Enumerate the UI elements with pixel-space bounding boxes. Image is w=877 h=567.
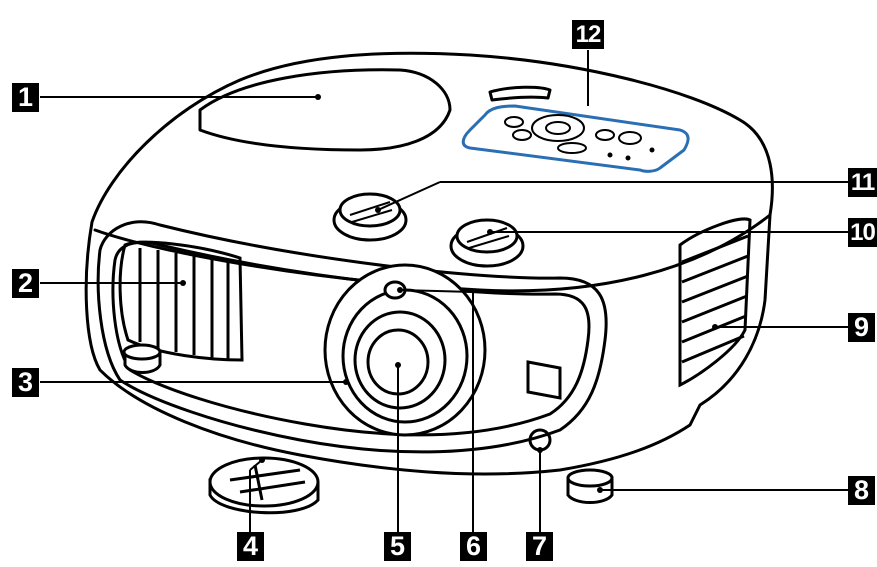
callout-badge-11: 11 bbox=[848, 168, 877, 197]
panel-dot-1 bbox=[607, 152, 613, 158]
leader-dot-11 bbox=[375, 207, 381, 213]
panel-dot-3 bbox=[649, 147, 655, 153]
callout-badge-7: 7 bbox=[526, 532, 553, 561]
exhaust-slat-3 bbox=[681, 274, 749, 304]
leader-dot-3 bbox=[343, 379, 349, 385]
focus-ring-grip bbox=[466, 227, 510, 249]
control-panel bbox=[461, 104, 690, 173]
air-intake-vent-frame bbox=[118, 240, 244, 362]
exhaust-slat-2 bbox=[681, 254, 749, 284]
exhaust-slat-4 bbox=[681, 294, 748, 324]
zoom-ring-top bbox=[338, 192, 402, 228]
panel-button-a bbox=[504, 116, 524, 128]
top-slit bbox=[488, 85, 552, 102]
callout-badge-8: 8 bbox=[848, 476, 875, 505]
callout-badge-9: 9 bbox=[848, 313, 875, 342]
panel-dial bbox=[531, 114, 585, 142]
callout-badge-10: 10 bbox=[848, 218, 877, 247]
leader-dot-1 bbox=[315, 94, 321, 100]
leader-dot-7 bbox=[537, 447, 543, 453]
front-face-outline bbox=[96, 220, 608, 454]
panel-dial-inner bbox=[545, 121, 571, 135]
callout-badge-6: 6 bbox=[460, 532, 487, 561]
leader-dot-8 bbox=[597, 487, 603, 493]
panel-button-d bbox=[618, 131, 642, 145]
front-sensor-window bbox=[526, 360, 562, 400]
zoom-ring-grip bbox=[349, 201, 393, 223]
callout-badge-3: 3 bbox=[12, 368, 39, 397]
leader-dot-6 bbox=[397, 287, 403, 293]
leader-dot-5 bbox=[395, 362, 401, 368]
leader-dot-10 bbox=[487, 229, 493, 235]
exhaust-slat-6 bbox=[681, 334, 745, 364]
callout-badge-2: 2 bbox=[12, 269, 39, 298]
panel-button-e bbox=[557, 142, 587, 154]
callout-badge-12: 12 bbox=[572, 20, 604, 49]
callout-badge-4: 4 bbox=[237, 532, 264, 561]
callout-badge-5: 5 bbox=[384, 532, 411, 561]
exhaust-slat-1 bbox=[681, 234, 749, 264]
lamp-cover bbox=[198, 68, 452, 152]
front-foot-left-top bbox=[122, 343, 162, 361]
panel-button-b bbox=[512, 129, 532, 141]
front-foot-right-top bbox=[566, 468, 614, 488]
leader-dot-4 bbox=[259, 457, 265, 463]
leader-dot-2 bbox=[180, 280, 186, 286]
callout-badge-1: 1 bbox=[12, 83, 39, 112]
panel-dot-2 bbox=[625, 155, 631, 161]
leader-dot-9 bbox=[712, 324, 718, 330]
projector-body-outline bbox=[84, 51, 774, 476]
leader-line-6b bbox=[399, 289, 474, 293]
exhaust-vent-frame bbox=[678, 217, 752, 388]
panel-button-c bbox=[595, 129, 615, 141]
leader-line-11 bbox=[377, 181, 441, 211]
